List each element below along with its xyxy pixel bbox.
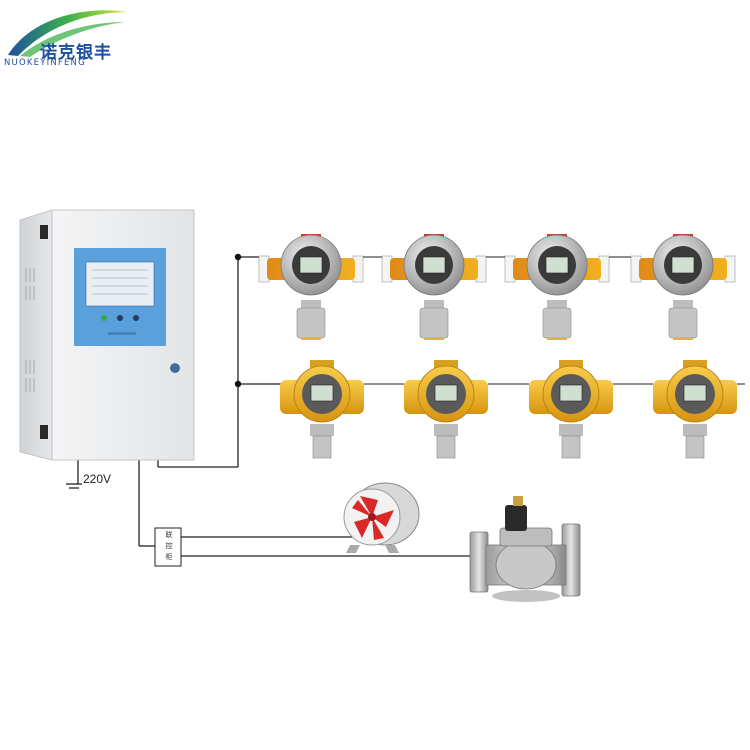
detector-top-4: [630, 234, 736, 340]
detector-top-3: [504, 234, 610, 340]
alarm-controller-panel: [19, 209, 195, 461]
status-led-dark-icon: [117, 315, 123, 321]
relay-label-char: 柜: [165, 553, 173, 561]
status-led-green-icon: [101, 315, 107, 321]
logo-swoosh-icon: [8, 10, 128, 57]
exhaust-fan-icon: [343, 482, 420, 553]
detector-bottom-1: [280, 360, 364, 459]
detector-bottom-4: [653, 360, 737, 459]
relay-box-label: 联 控 柜: [157, 530, 181, 564]
relay-label-char: 控: [165, 542, 173, 550]
detector-bottom-3: [529, 360, 613, 459]
linkage-relay-box: [154, 527, 182, 567]
panel-screen: [85, 261, 155, 307]
detector-bottom-2: [404, 360, 488, 459]
detector-interconnects: [363, 256, 745, 385]
detector-top-1: [258, 234, 364, 340]
logo-english-name: NUOKEYINFENG: [4, 58, 86, 68]
logo-chinese-name: 诺克银丰: [40, 43, 112, 63]
junction-dot-bottom: [234, 380, 242, 388]
panel-lock-icon: [170, 363, 180, 373]
status-led-dark-icon: [133, 315, 139, 321]
power-voltage-label: 220V: [83, 472, 112, 486]
junction-dot-top: [234, 253, 242, 261]
solenoid-valve-icon: [469, 496, 581, 602]
relay-label-char: 联: [165, 531, 173, 539]
detector-top-2: [381, 234, 487, 340]
company-logo: 诺克银丰 NUOKEYINFENG: [0, 0, 140, 80]
